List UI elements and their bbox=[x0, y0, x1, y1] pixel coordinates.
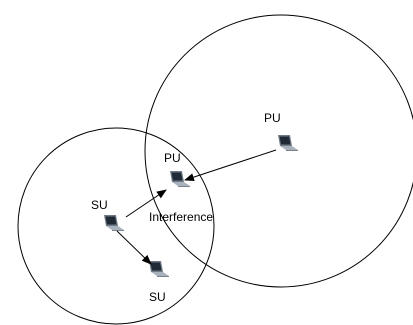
su-coverage-circle bbox=[17, 127, 215, 325]
su-link-arrow bbox=[116, 230, 152, 265]
interference-arrow bbox=[125, 189, 167, 218]
pu-near-label: PU bbox=[164, 151, 181, 165]
su-target-label: SU bbox=[149, 290, 166, 304]
su-target-laptop-icon bbox=[149, 261, 169, 277]
interference-label: Interference bbox=[149, 210, 213, 224]
pu-far-laptop-icon bbox=[278, 135, 298, 151]
pu-link-arrow bbox=[184, 149, 277, 181]
pu-far-label: PU bbox=[264, 111, 281, 125]
su-source-label: SU bbox=[91, 198, 108, 212]
pu-coverage-circle bbox=[144, 14, 413, 288]
su-source-laptop-icon bbox=[104, 215, 124, 231]
